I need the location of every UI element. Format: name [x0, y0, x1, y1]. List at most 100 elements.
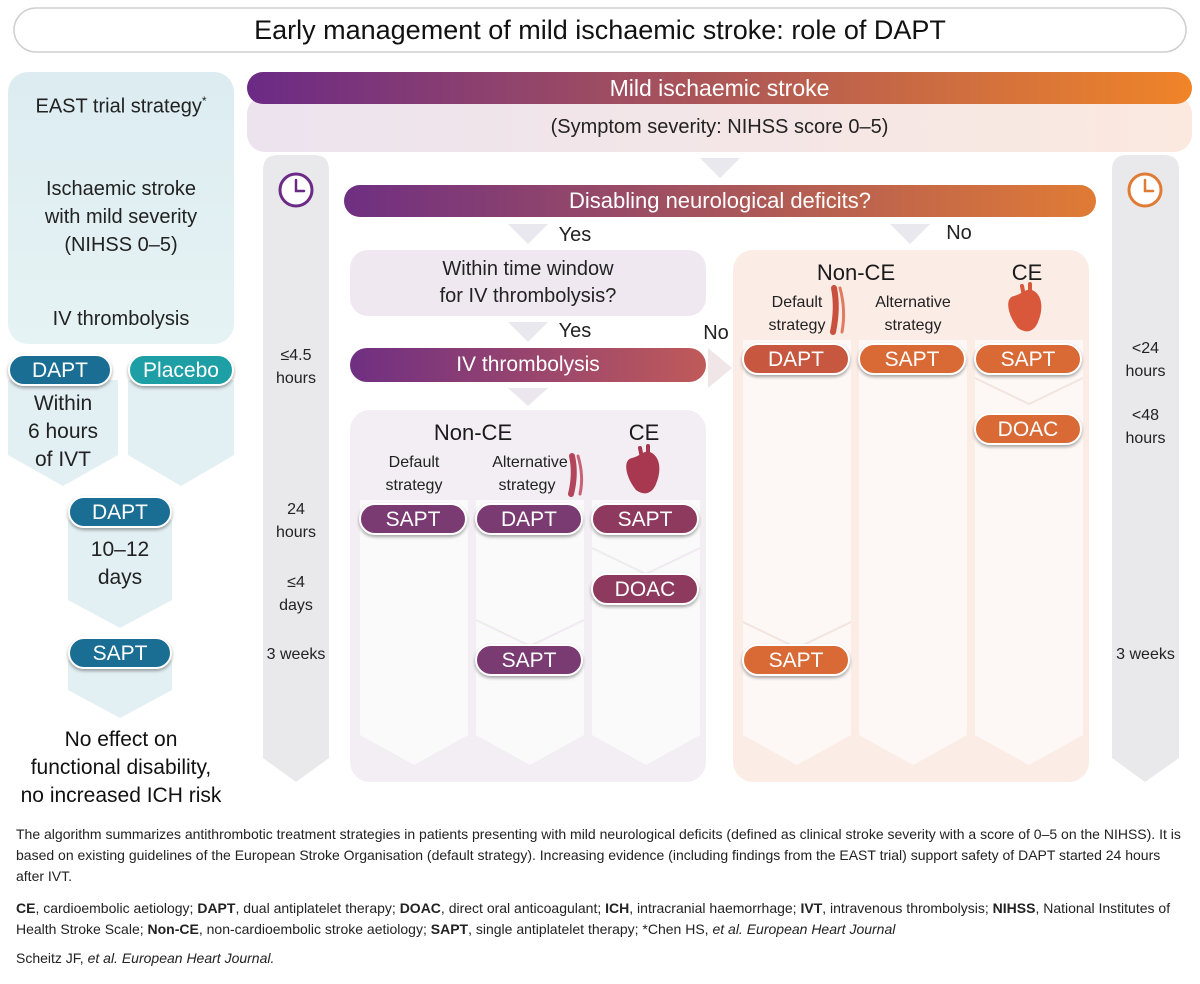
- east-sapt-pill: SAPT: [68, 637, 172, 669]
- left-col1-sapt-pill: SAPT: [359, 503, 467, 535]
- time-window-line2: for IV thrombolysis?: [439, 285, 617, 307]
- right-col1: [743, 340, 851, 765]
- east-sapt-column: [68, 660, 172, 718]
- artery-icon-left: [568, 453, 584, 497]
- heart-icon-left: [626, 444, 660, 494]
- right-time-1a: <24: [1131, 340, 1160, 357]
- left-col2: [476, 500, 584, 765]
- left-time-4: 3 weeks: [266, 646, 326, 663]
- east-placebo-column: [128, 380, 234, 486]
- abbr-key: NIHSS: [992, 900, 1036, 916]
- east-title-text: EAST trial strategy: [35, 95, 202, 118]
- footnote-citation: Scheitz JF, et al. European Heart Journa…: [16, 948, 1186, 969]
- yes2-arrow: [508, 322, 548, 342]
- east-dapt2-pill: DAPT: [68, 496, 172, 528]
- abbr-italic: et al. European Heart Journal: [712, 921, 896, 937]
- right-default-line1: Default: [771, 294, 823, 311]
- abbr-key: DAPT: [197, 900, 236, 916]
- abbr-key: SAPT: [430, 921, 469, 937]
- abbr-value: , intravenous thrombolysis;: [822, 900, 993, 916]
- right-time-2a: <48: [1131, 407, 1160, 424]
- left-time-2a: 24: [287, 501, 305, 518]
- time-window-line1: Within time window: [442, 258, 614, 280]
- citation-italic: et al. European Heart Journal.: [87, 950, 275, 966]
- right-time-track: [1112, 155, 1179, 782]
- east-title: EAST trial strategy*: [8, 88, 234, 120]
- artery-icon-right: [830, 285, 846, 335]
- left-col3-doac-pill: DOAC: [591, 573, 699, 605]
- abbr-key: DOAC: [399, 900, 441, 916]
- left-ce-heading: CE: [628, 420, 660, 445]
- right-col3-doac-pill: DOAC: [974, 413, 1082, 445]
- header-down-arrow: [700, 158, 740, 178]
- east-within-line3: of IVT: [34, 448, 92, 471]
- east-dapt2-column: [68, 520, 172, 628]
- right-col1-dapt-pill: DAPT: [742, 343, 850, 375]
- ivt-bar: [350, 348, 706, 382]
- right-time-1b: hours: [1125, 363, 1166, 380]
- right-col3-notch: [974, 377, 1084, 406]
- disabling-question: Disabling neurological deficits?: [568, 188, 872, 213]
- right-ce-heading: CE: [1011, 260, 1043, 285]
- abbr-key: CE: [16, 900, 36, 916]
- abbr-key: IVT: [800, 900, 823, 916]
- header-subtitle-band: [247, 96, 1192, 152]
- abbr-value: , intracranial haemorrhage;: [629, 900, 801, 916]
- no2-arrow: [708, 348, 732, 388]
- left-time-track: [263, 155, 329, 782]
- abbr-value: , dual antiplatelet therapy;: [235, 900, 400, 916]
- ivt-down-arrow: [508, 388, 548, 406]
- east-title-mark: *: [201, 94, 207, 108]
- left-default-line2: strategy: [385, 477, 443, 494]
- left-col1: [360, 500, 468, 765]
- left-time-1a: ≤4.5: [280, 347, 312, 364]
- abbr-key: Non-CE: [147, 921, 199, 937]
- disabling-bar: [344, 185, 1096, 217]
- left-nonce-heading: Non-CE: [433, 420, 513, 445]
- page-title: Early management of mild ischaemic strok…: [254, 15, 946, 45]
- left-col2-dapt-pill: DAPT: [475, 503, 583, 535]
- yes-arrow: [508, 224, 548, 244]
- left-time-3a: ≤4: [287, 574, 305, 591]
- right-default-line2: strategy: [768, 317, 826, 334]
- left-alt-line2: strategy: [498, 477, 556, 494]
- east-within-line2: 6 hours: [27, 420, 99, 443]
- east-ivt: IV thrombolysis: [52, 308, 190, 330]
- ivt-bar-text: IV thrombolysis: [456, 353, 600, 376]
- east-days-line2: days: [97, 566, 143, 589]
- east-days-line1: 10–12: [90, 538, 150, 561]
- abbr-key: ICH: [605, 900, 630, 916]
- abbr-value: , cardioembolic aetiology;: [35, 900, 198, 916]
- abbr-value: , direct oral anticoagulant;: [440, 900, 606, 916]
- abbr-value: , non-cardioembolic stroke aetiology;: [198, 921, 431, 937]
- east-stroke-line1: Ischaemic stroke: [45, 178, 197, 200]
- clock-icon-right: [1127, 172, 1163, 208]
- east-stroke-line3: (NIHSS 0–5): [64, 234, 178, 256]
- header-banner: [247, 72, 1192, 104]
- right-col2-sapt-pill: SAPT: [858, 343, 966, 375]
- east-result-line2: functional disability,: [30, 756, 212, 779]
- east-dapt-column: [8, 380, 118, 486]
- left-col3-sapt-pill: SAPT: [591, 503, 699, 535]
- left-col3: [592, 500, 700, 765]
- no-arrow: [890, 224, 930, 244]
- right-col1-sapt-pill: SAPT: [742, 644, 850, 676]
- left-time-2b: hours: [275, 524, 317, 541]
- right-col3: [975, 340, 1083, 765]
- east-stroke-line2: with mild severity: [44, 206, 198, 228]
- citation-plain: Scheitz JF,: [16, 950, 88, 966]
- left-time-1b: hours: [275, 370, 317, 387]
- decision-yes: Yes: [558, 224, 592, 246]
- footnote-abbreviations: CE, cardioembolic aetiology; DAPT, dual …: [16, 898, 1186, 940]
- footnote-paragraph: The algorithm summarizes antithrombotic …: [16, 826, 1181, 884]
- header-banner-text: Mild ischaemic stroke: [609, 75, 830, 101]
- east-placebo-pill: Placebo: [128, 354, 234, 386]
- left-col2-sapt-pill: SAPT: [475, 644, 583, 676]
- east-result-line3: no increased ICH risk: [20, 784, 222, 807]
- right-col3-sapt-pill: SAPT: [974, 343, 1082, 375]
- decision-yes2: Yes: [558, 320, 592, 342]
- heart-icon-right: [1008, 282, 1042, 332]
- abbr-value: , single antiplatelet therapy; *Chen HS,: [468, 921, 713, 937]
- right-time-3: 3 weeks: [1116, 646, 1175, 663]
- right-nonce-heading: Non-CE: [816, 260, 896, 285]
